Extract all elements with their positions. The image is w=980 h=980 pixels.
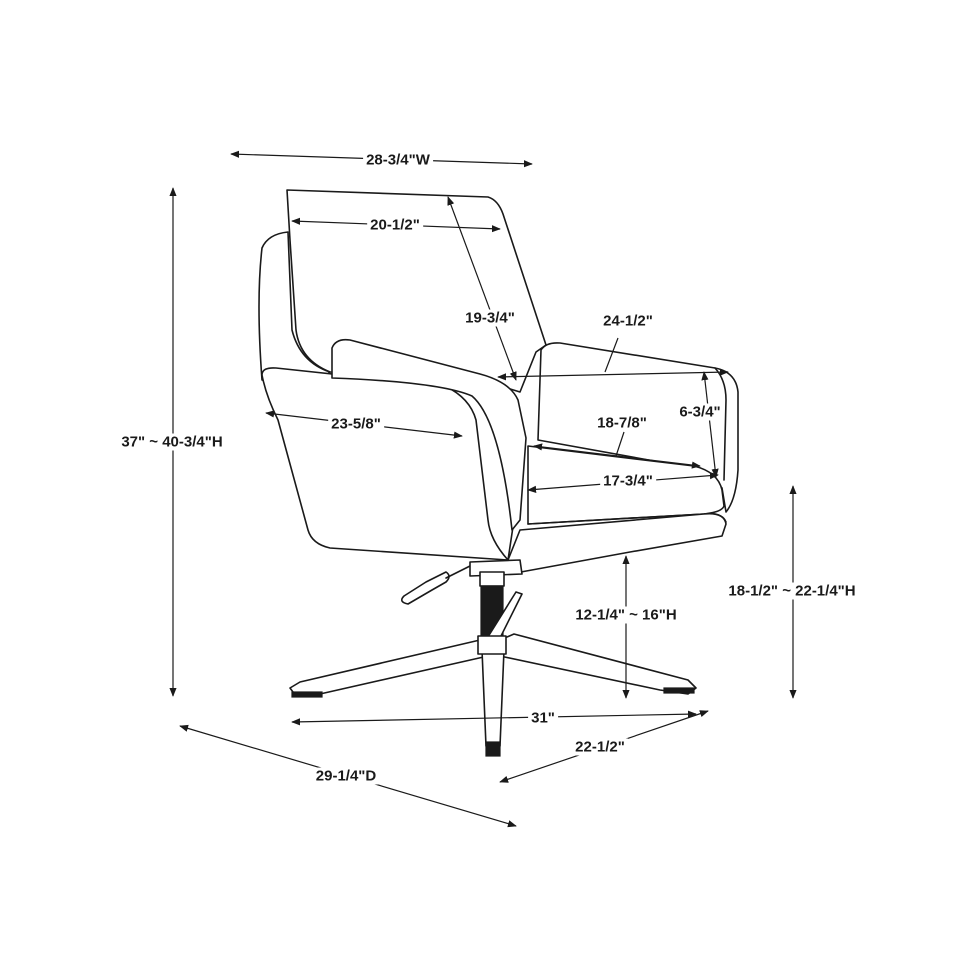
chair-seat-shell bbox=[507, 512, 727, 575]
chair-base-left-leg bbox=[289, 639, 489, 697]
base-width-label: 31" bbox=[528, 709, 558, 727]
seat-width-label: 23-5/8" bbox=[328, 415, 384, 433]
back-width-label: 20-1/2" bbox=[367, 216, 423, 234]
seat-depth-upper-leader bbox=[615, 431, 625, 457]
back-height-label: 19-3/4" bbox=[462, 309, 518, 327]
chair-glide-left bbox=[291, 691, 323, 698]
chair-base-right-leg bbox=[499, 633, 697, 695]
overall-depth-label: 29-1/4"D bbox=[312, 767, 380, 785]
overall-height-label: 37" ~ 40-3/4"H bbox=[118, 433, 226, 451]
chair-lift-lever bbox=[400, 571, 450, 605]
chair-base-front-leg bbox=[481, 649, 505, 747]
chair-left-side bbox=[258, 231, 331, 389]
arm-depth-label: 24-1/2" bbox=[600, 312, 656, 330]
chair-glide-front bbox=[485, 741, 501, 757]
seat-depth-upper-line bbox=[533, 443, 701, 469]
chair-left-arm-inner bbox=[444, 385, 509, 561]
seat-depth-upper-label: 18-7/8" bbox=[594, 414, 650, 432]
chair-base-hub bbox=[477, 635, 507, 655]
arm-height-label: 6-3/4" bbox=[676, 403, 724, 421]
overall-width-label: 28-3/4"W bbox=[363, 151, 433, 169]
chair-lift-lever-arm bbox=[445, 565, 471, 579]
chair-left-cushion bbox=[331, 338, 527, 531]
arm-depth-leader bbox=[604, 337, 619, 373]
base-depth-label: 22-1/2" bbox=[572, 738, 628, 756]
arm-height-line bbox=[701, 371, 719, 478]
chair-glide-right bbox=[663, 687, 695, 694]
arm-depth-line bbox=[497, 368, 729, 381]
base-to-seat-label: 12-1/4" ~ 16"H bbox=[572, 606, 680, 624]
seat-height-label: 18-1/2" ~ 22-1/4"H bbox=[725, 582, 859, 600]
seat-depth-lower-label: 17-3/4" bbox=[600, 472, 656, 490]
chair-gas-cylinder-top bbox=[479, 571, 505, 587]
chair-outline bbox=[258, 189, 739, 757]
back-height-line bbox=[447, 196, 517, 381]
